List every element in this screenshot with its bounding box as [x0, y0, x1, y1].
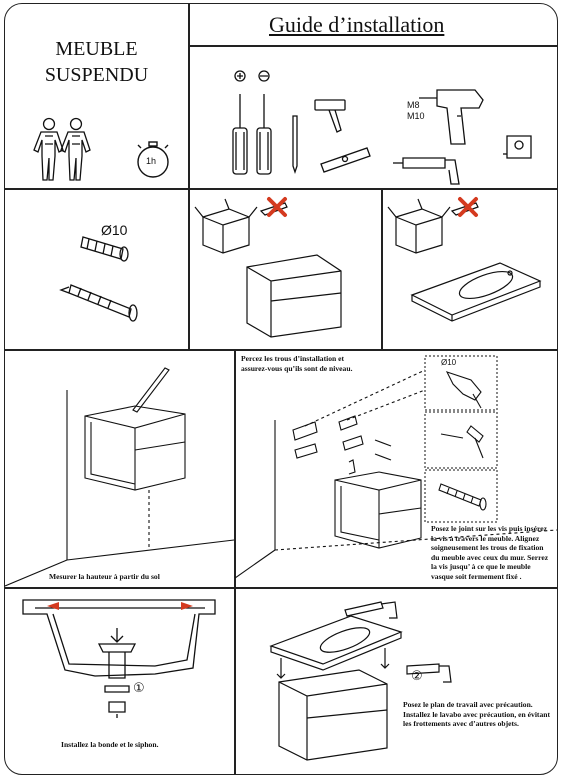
divider [381, 188, 383, 349]
divider [234, 349, 236, 774]
divider [5, 587, 557, 589]
detail-boxes [424, 355, 498, 523]
wall-anchor-icon [59, 236, 138, 322]
screw-size-m8: M8 [407, 100, 420, 110]
anchor-diameter: Ø10 [101, 222, 128, 238]
screw-size-m10: M10 [407, 111, 425, 121]
screw-detail-icon [438, 483, 487, 511]
divider [188, 4, 190, 188]
title-panel: MEUBLE SUSPENDU 1h [5, 4, 188, 188]
drilling-panel: Percez les trous d’installation et assur… [235, 350, 557, 587]
measure-illustration [5, 367, 234, 587]
step7-text: Posez le plan de travail avec précaution… [403, 700, 551, 729]
screw-icon [59, 284, 138, 322]
product-title-line2: SUSPENDU [44, 64, 149, 86]
cabinet-box-illustration [194, 197, 342, 338]
basin-box-illustration [387, 197, 542, 322]
stopwatch-icon [137, 141, 169, 178]
instruction-sheet: MEUBLE SUSPENDU 1h Guide [4, 3, 558, 775]
basin-unboxing-panel [382, 189, 557, 349]
product-title: MEUBLE SUSPENDU [5, 36, 188, 88]
step7-number: ② [411, 668, 423, 683]
divider [5, 349, 557, 351]
tools-panel: Guide d’installation [189, 4, 557, 188]
two-persons-icon [33, 117, 91, 181]
step5-diameter: Ø10 [441, 358, 457, 367]
product-title-line1: MEUBLE [55, 38, 138, 60]
guide-title: Guide d’installation [269, 12, 445, 37]
worktop-illustration [269, 601, 452, 761]
siphon-icon [97, 628, 137, 718]
divider [188, 188, 190, 349]
red-cross-icon [458, 197, 478, 217]
divider [5, 188, 557, 190]
red-arrow-icon [47, 602, 193, 610]
drain-illustration [22, 599, 216, 718]
worktop-panel: ② Posez le plan de travail avec précauti… [235, 588, 557, 774]
measure-height-panel: Mesurer la hauteur à partir du sol [5, 350, 234, 587]
step6-caption: Installez la bonde et le siphon. [61, 740, 159, 749]
drilling-illustration [235, 355, 557, 579]
divider [188, 45, 557, 47]
drain-panel: ① Installez la bonde et le siphon. [5, 588, 234, 774]
step4-caption: Mesurer la hauteur à partir du sol [49, 572, 160, 581]
step5-top-text: Percez les trous d’installation et assur… [241, 354, 353, 373]
step6-number: ① [133, 680, 145, 695]
tools-illustration [232, 70, 532, 185]
time-badge: 1h [146, 156, 157, 166]
hammer-detail-icon [440, 425, 484, 459]
red-cross-icon [267, 197, 287, 217]
drill-detail-icon [445, 371, 482, 409]
hardware-panel: Ø10 [5, 189, 188, 349]
cabinet-unboxing-panel [189, 189, 381, 349]
step5-bottom-text: Posez le joint sur les vis puis insérez … [431, 524, 549, 581]
